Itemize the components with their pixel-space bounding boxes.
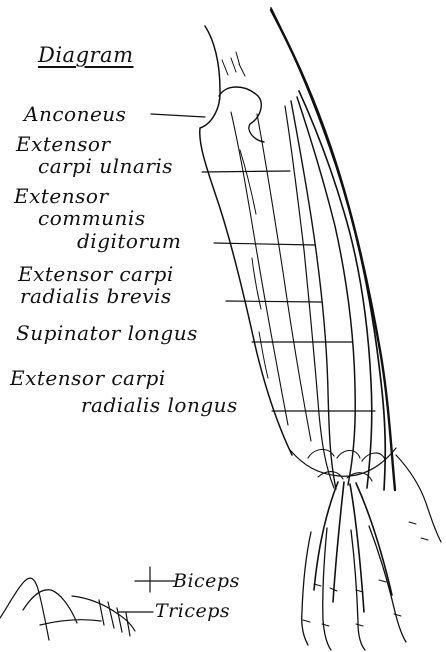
- anconeus-leader-line: [151, 114, 205, 117]
- biceps-triceps-drawing: [0, 578, 135, 640]
- extensor-carpi-radialis-brevis-label-line1: Extensor carpi: [18, 264, 174, 284]
- thumb-bones: [396, 455, 441, 542]
- tendon-5: [291, 101, 336, 489]
- extensor-communis-digitorum-label-line2: communis: [38, 208, 146, 228]
- extensor-carpi-ulnaris-label-line2: carpi ulnaris: [38, 156, 173, 176]
- forearm-hatching: [222, 52, 245, 76]
- extensor-carpi-ulnaris-leader-line: [202, 171, 290, 172]
- finger-bones-1: [302, 532, 311, 645]
- extensor-carpi-ulnaris-label-line1: Extensor: [16, 134, 111, 154]
- extensor-communis-digitorum-label-line1: Extensor: [14, 186, 109, 206]
- extensor-communis-digitorum-label-line3: digitorum: [77, 231, 181, 251]
- extensor-carpi-radialis-brevis-label-line2: radialis brevis: [20, 286, 172, 306]
- extensor-communis-digitorum-leader-line: [214, 243, 315, 245]
- extensor-carpi-radialis-longus-label-line1: Extensor carpi: [10, 368, 166, 388]
- diagram-title: Diagram: [38, 45, 134, 66]
- tendon-3: [299, 91, 372, 488]
- finger-bones-4: [369, 526, 406, 642]
- supinator-longus-label: Supinator longus: [16, 323, 198, 343]
- triceps-label: Triceps: [155, 602, 230, 621]
- extensor-carpi-radialis-longus-label-line2: radialis longus: [81, 395, 238, 415]
- biceps-label: Biceps: [173, 572, 240, 591]
- extensor-carpi-radialis-brevis-leader-line: [226, 301, 322, 302]
- anconeus-label: Anconeus: [24, 104, 126, 124]
- tendon-1: [271, 10, 395, 490]
- radius-bone: [231, 112, 288, 425]
- finger-bones-2: [323, 528, 331, 650]
